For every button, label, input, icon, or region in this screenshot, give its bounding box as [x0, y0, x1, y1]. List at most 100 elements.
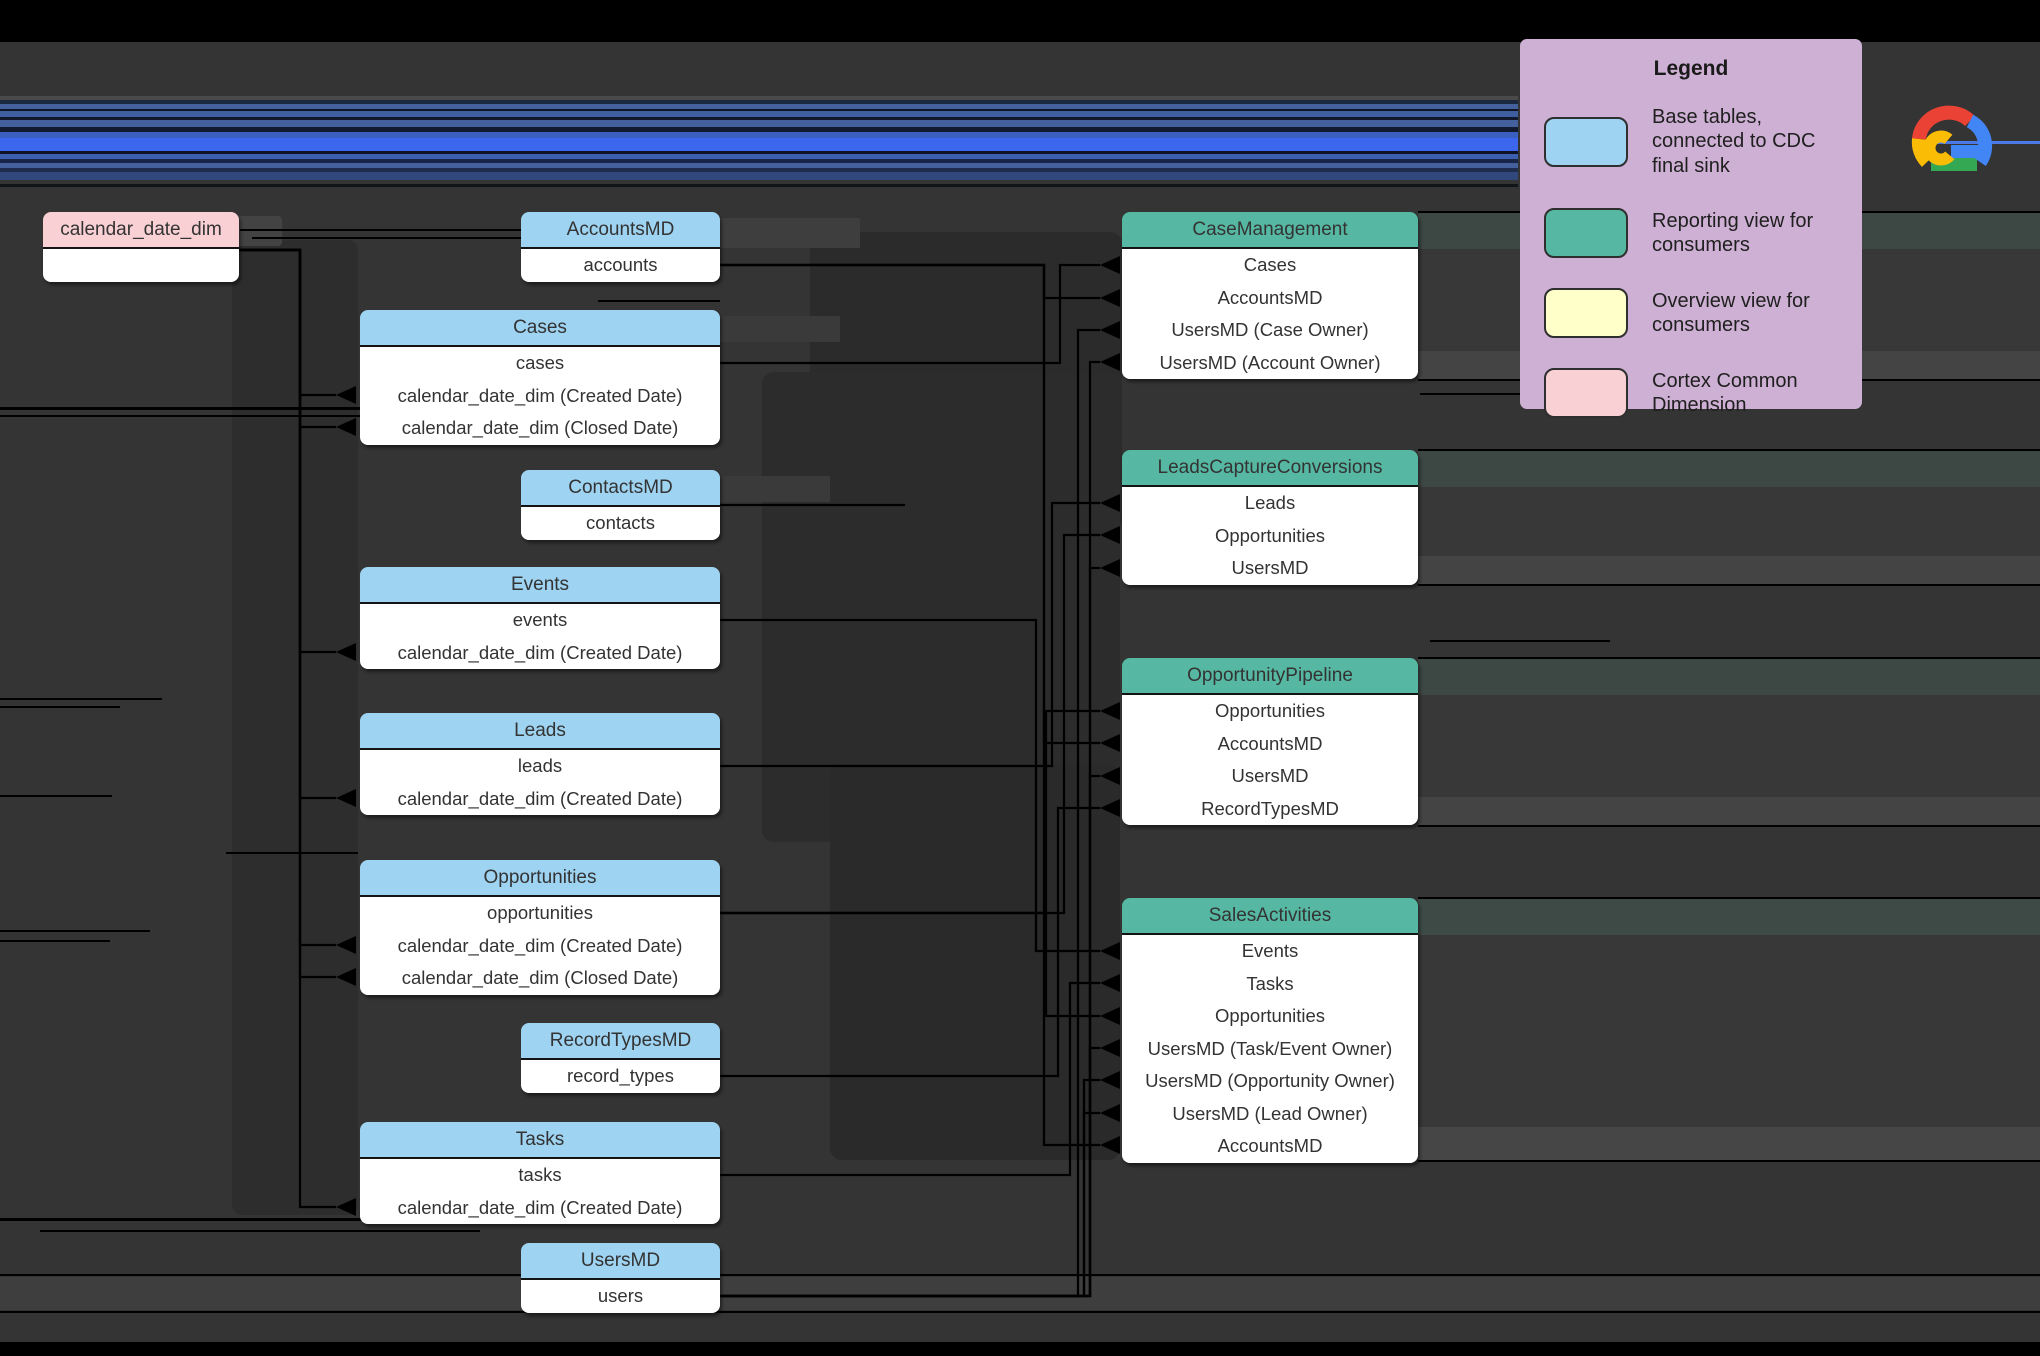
legend-label: Overview view for consumers: [1652, 289, 1810, 337]
table-row[interactable]: Events: [1241, 940, 1299, 962]
redaction-streak: [0, 415, 360, 417]
redaction-streak: [1418, 657, 2040, 659]
table-row[interactable]: calendar_date_dim (Created Date): [397, 934, 683, 956]
table-header-SalesActivities[interactable]: SalesActivities: [1122, 898, 1418, 935]
table-header-RecordTypesMD[interactable]: RecordTypesMD: [521, 1023, 720, 1060]
table-row[interactable]: RecordTypesMD: [1201, 797, 1339, 819]
table-row[interactable]: calendar_date_dim (Created Date): [397, 1196, 683, 1218]
table-row[interactable]: UsersMD: [1231, 765, 1309, 787]
redaction-streak: [40, 1230, 480, 1232]
table-row[interactable]: Tasks: [1246, 972, 1294, 994]
table-row[interactable]: cases: [515, 352, 565, 374]
table-row[interactable]: UsersMD (Account Owner): [1159, 351, 1381, 373]
connector-line: [720, 806, 1100, 1078]
table-row[interactable]: UsersMD (Case Owner): [1171, 319, 1369, 341]
connector-arrowhead-icon: [1100, 559, 1120, 577]
table-row[interactable]: Leads: [1244, 492, 1296, 514]
table-body: record_types: [521, 1060, 720, 1093]
connector-arrowhead-icon: [336, 936, 356, 954]
redaction-blob: [830, 764, 1120, 1160]
connector-arrowhead-icon: [336, 789, 356, 807]
table-row[interactable]: calendar_date_dim (Created Date): [397, 641, 683, 663]
table-header-Opportunities[interactable]: Opportunities: [360, 860, 720, 897]
connector-arrowhead-icon: [336, 386, 356, 404]
legend-item-reporting-view: Reporting view for consumers: [1544, 208, 1838, 259]
connector-arrowhead-icon: [1100, 942, 1120, 960]
table-header-ContactsMD[interactable]: ContactsMD: [521, 470, 720, 507]
connector-arrowhead-icon: [336, 1198, 356, 1216]
legend-item-overview-view: Overview view for consumers: [1544, 288, 1838, 339]
table-row[interactable]: calendar_date_dim (Created Date): [397, 787, 683, 809]
table-Events[interactable]: Events events calendar_date_dim (Created D…: [360, 567, 720, 669]
table-row[interactable]: UsersMD (Lead Owner): [1172, 1102, 1368, 1124]
connector-arrowhead-icon: [1100, 289, 1120, 307]
connector-line: [720, 981, 1100, 1177]
redaction-streak: [0, 698, 162, 700]
table-header-Events[interactable]: Events: [360, 567, 720, 604]
table-header-LeadsCaptureConversions[interactable]: LeadsCaptureConversions: [1122, 450, 1418, 487]
table-calendar_date_dim[interactable]: calendar_date_dim: [43, 212, 239, 282]
table-row[interactable]: AccountsMD: [1217, 1135, 1323, 1157]
table-row[interactable]: [43, 249, 239, 282]
table-AccountsMD[interactable]: AccountsMD accounts: [521, 212, 720, 282]
table-ContactsMD[interactable]: ContactsMD contacts: [521, 470, 720, 540]
redaction-streak: [252, 237, 562, 239]
table-Tasks[interactable]: Tasks tasks calendar_date_dim (Created Dat…: [360, 1122, 720, 1224]
table-row[interactable]: AccountsMD: [1217, 286, 1323, 308]
table-row[interactable]: calendar_date_dim (Closed Date): [401, 417, 679, 439]
table-row[interactable]: Opportunities: [1214, 524, 1326, 546]
table-header-calendar_date_dim[interactable]: calendar_date_dim: [43, 212, 239, 249]
table-header-AccountsMD[interactable]: AccountsMD: [521, 212, 720, 249]
table-row[interactable]: record_types: [567, 1065, 674, 1087]
table-row[interactable]: contacts: [586, 512, 655, 534]
table-row[interactable]: tasks: [518, 1164, 562, 1186]
table-row[interactable]: calendar_date_dim (Closed Date): [401, 967, 679, 989]
table-row[interactable]: calendar_date_dim (Created Date): [397, 384, 683, 406]
table-row[interactable]: UsersMD: [1231, 557, 1309, 579]
legend[interactable]: Legend Base tables, connected to CDC fin…: [1520, 39, 1862, 419]
table-row[interactable]: UsersMD (Task/Event Owner): [1147, 1037, 1393, 1059]
table-row[interactable]: events: [512, 609, 568, 631]
connector-arrowhead-icon: [1100, 974, 1120, 992]
redaction-streak: [1430, 640, 1610, 642]
table-row[interactable]: Opportunities: [1214, 700, 1326, 722]
table-header-Cases[interactable]: Cases: [360, 310, 720, 347]
table-Opportunities[interactable]: Opportunities opportunities calendar_date_…: [360, 860, 720, 995]
table-UsersMD[interactable]: UsersMD users: [521, 1243, 720, 1313]
table-header-Tasks[interactable]: Tasks: [360, 1122, 720, 1159]
table-header-UsersMD[interactable]: UsersMD: [521, 1243, 720, 1280]
table-body: [43, 249, 239, 282]
redaction-blob: [1418, 1127, 2040, 1160]
table-row[interactable]: AccountsMD: [1217, 732, 1323, 754]
connector-arrowhead-icon: [336, 418, 356, 436]
table-body: cases calendar_date_dim (Created Date) cal…: [360, 347, 720, 445]
connector-arrowhead-icon: [1100, 1039, 1120, 1057]
table-Cases[interactable]: Cases cases calendar_date_dim (Created Dat…: [360, 310, 720, 445]
redaction-streak: [0, 940, 110, 942]
table-header-Leads[interactable]: Leads: [360, 713, 720, 750]
table-row[interactable]: Opportunities: [1214, 1005, 1326, 1027]
table-row[interactable]: leads: [517, 755, 563, 777]
table-row[interactable]: UsersMD (Opportunity Owner): [1145, 1070, 1395, 1092]
table-row[interactable]: accounts: [583, 254, 658, 276]
redaction-blob: [1418, 451, 2040, 487]
connector-line: [239, 248, 336, 979]
table-body: tasks calendar_date_dim (Created Date): [360, 1159, 720, 1224]
table-row[interactable]: users: [597, 1285, 644, 1307]
table-body: opportunities calendar_date_dim (Created …: [360, 897, 720, 995]
redaction-streak: [1418, 584, 2040, 586]
table-body: accounts: [521, 249, 720, 282]
table-header-OpportunityPipeline[interactable]: OpportunityPipeline: [1122, 658, 1418, 695]
connector-line: [239, 248, 336, 947]
table-row[interactable]: Cases: [1243, 254, 1297, 276]
table-Leads[interactable]: Leads leads calendar_date_dim (Created Dat…: [360, 713, 720, 815]
table-row[interactable]: opportunities: [487, 902, 593, 924]
connector-arrowhead-icon: [1100, 321, 1120, 339]
table-RecordTypesMD[interactable]: RecordTypesMD record_types: [521, 1023, 720, 1093]
table-header-CaseManagement[interactable]: CaseManagement: [1122, 212, 1418, 249]
